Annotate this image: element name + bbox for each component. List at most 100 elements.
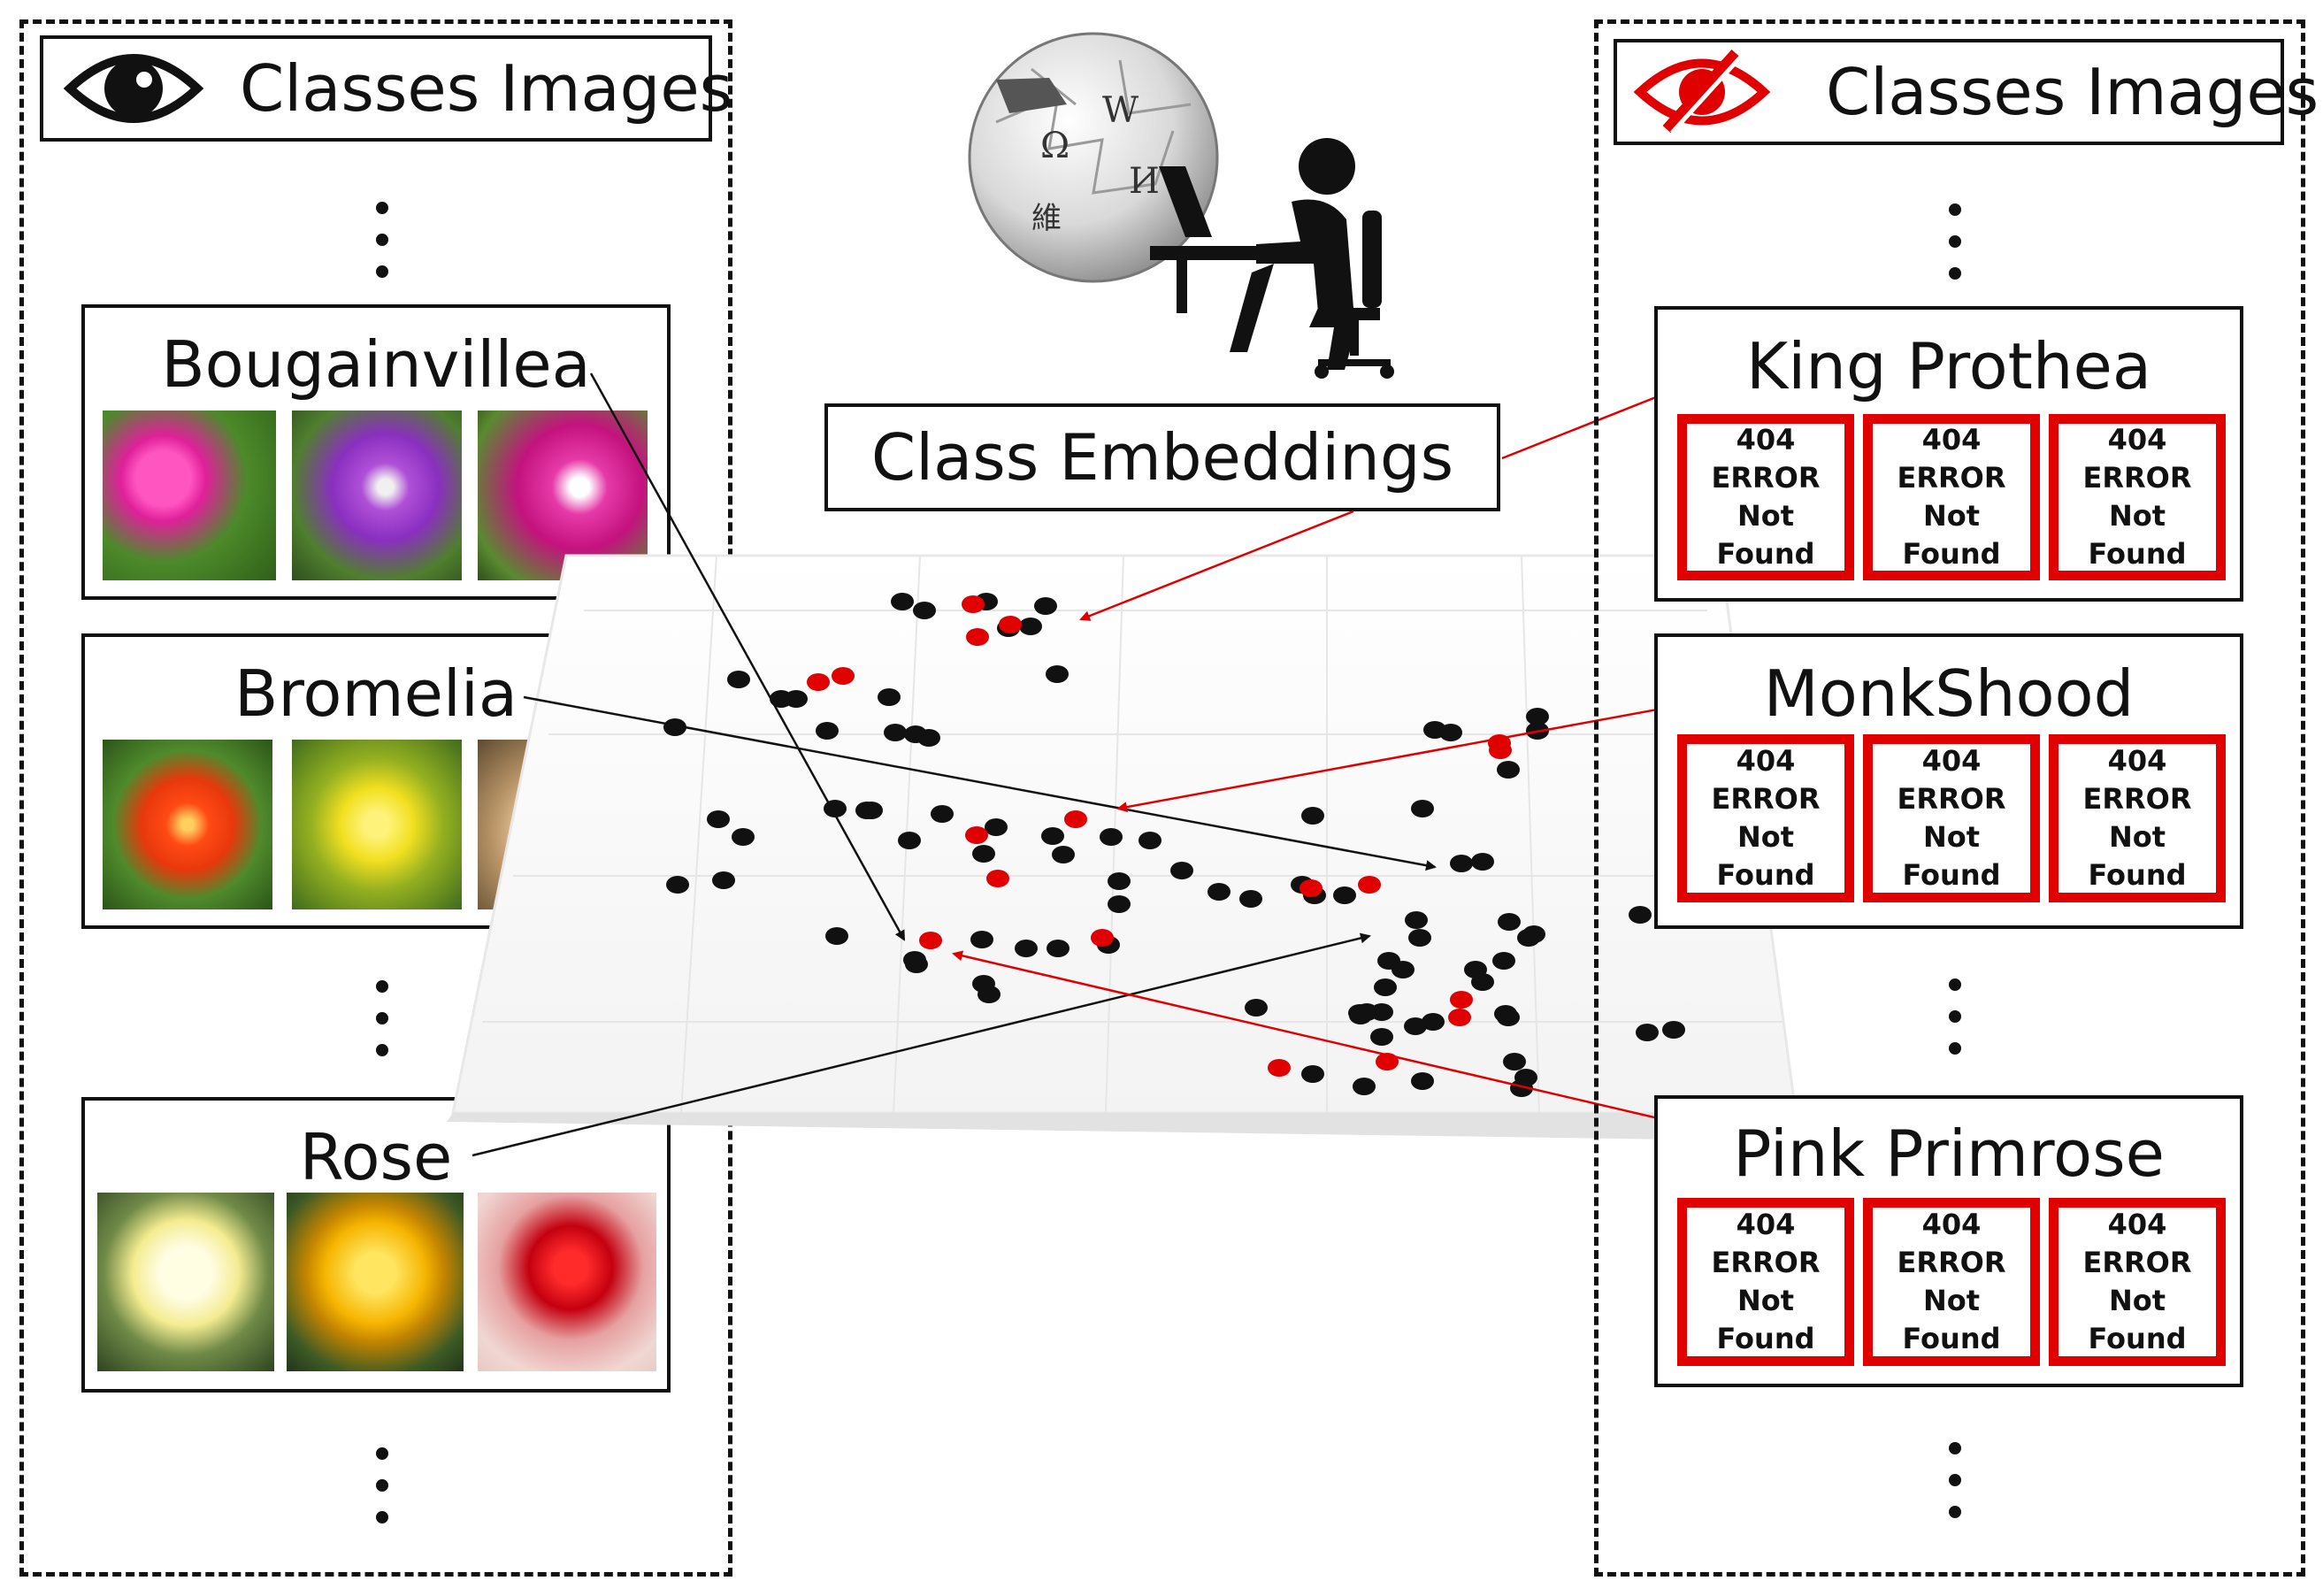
ellipsis-icon <box>1948 1442 1962 1538</box>
flower-image <box>478 1193 656 1371</box>
seen-class-embedding-point <box>1208 883 1230 901</box>
seen-class-embedding-point <box>1450 855 1473 872</box>
class-embeddings-text: Class Embeddings <box>870 420 1454 495</box>
seen-class-embedding-point <box>1471 853 1494 871</box>
unseen-class-embedding-point <box>832 667 855 685</box>
seen-class-embedding-point <box>1408 929 1431 947</box>
unseen-class-embedding-point <box>965 826 988 844</box>
unseen-class-embedding-point <box>1300 879 1322 897</box>
ellipsis-icon <box>1948 203 1962 299</box>
seen-class-embedding-point <box>1439 724 1462 741</box>
flower-image <box>287 1193 464 1371</box>
seen-class-embedding-point <box>985 818 1008 836</box>
seen-class-embedding-point <box>1411 800 1434 817</box>
flower-image <box>103 740 272 909</box>
seen-class-embedding-point <box>903 951 926 969</box>
svg-text:И: И <box>1129 161 1160 202</box>
seen-class-embedding-point <box>1353 1078 1376 1095</box>
seen-class-embedding-point <box>1041 827 1064 845</box>
unseen-classes-header-label: Classes Images <box>1826 55 2319 129</box>
seen-class-embedding-point <box>1392 961 1414 978</box>
seen-class-embedding-point <box>825 927 848 945</box>
ellipsis-icon <box>375 202 389 297</box>
person-at-computer-icon <box>1150 131 1415 387</box>
seen-class-embedding-point <box>1046 665 1069 683</box>
unseen-class-embedding-point <box>807 673 830 691</box>
seen-class-embedding-point <box>1497 1009 1520 1026</box>
seen-class-embedding-point <box>1108 872 1131 890</box>
ellipsis-icon <box>375 980 389 1076</box>
unseen-class-embedding-point <box>999 616 1022 633</box>
seen-class-embedding-point <box>707 810 730 828</box>
class-name: Pink Primrose <box>1733 1116 2165 1191</box>
seen-class-embedding-point <box>1411 1072 1434 1090</box>
class-card-bougainvillea: Bougainvillea <box>81 304 671 600</box>
seen-class-embedding-point <box>1374 978 1397 996</box>
pink-primrose-link-arrow <box>952 950 1735 1138</box>
embeddings-pointer-arrow <box>1079 510 1354 621</box>
seen-class-embedding-point <box>898 832 921 849</box>
flower-image <box>97 1193 274 1371</box>
seen-class-embedding-point <box>1301 807 1324 825</box>
ellipsis-icon <box>1948 978 1962 1074</box>
seen-classes-header-label: Classes Images <box>240 51 733 126</box>
unseen-class-embedding-point <box>1448 1009 1471 1026</box>
class-name: Bougainvillea <box>161 327 591 402</box>
seen-class-embedding-point <box>1629 906 1652 924</box>
seen-class-embedding-point <box>1100 828 1123 846</box>
seen-class-embedding-point <box>1492 952 1515 970</box>
seen-class-embedding-point <box>663 718 686 736</box>
seen-class-embedding-point <box>1108 895 1131 913</box>
unseen-class-embedding-point <box>1450 991 1473 1009</box>
seen-class-embedding-point <box>1138 832 1162 849</box>
flower-image <box>478 411 648 580</box>
wikipedia-globe-icon: Ω W И 維 <box>943 16 1244 287</box>
seen-class-embedding-point <box>884 724 907 741</box>
svg-text:Ω: Ω <box>1040 126 1070 166</box>
seen-class-embedding-point <box>1170 862 1193 879</box>
seen-class-embedding-point <box>1498 913 1521 931</box>
unseen-class-embedding-point <box>966 628 989 646</box>
flower-image <box>292 411 462 580</box>
seen-class-embedding-point <box>931 805 954 823</box>
seen-class-embedding-point <box>1422 1013 1445 1031</box>
svg-text:W: W <box>1102 90 1138 131</box>
seen-class-embedding-point <box>1662 1021 1685 1039</box>
unseen-classes-header: Classes Images <box>1614 39 2319 145</box>
seen-class-embedding-point <box>1301 1065 1324 1083</box>
seen-class-embedding-point <box>1370 1028 1393 1046</box>
seen-class-embedding-point <box>1370 1003 1393 1021</box>
seen-class-embedding-point <box>1517 929 1540 947</box>
seen-class-embedding-point <box>1333 886 1356 904</box>
seen-class-embedding-point <box>970 931 993 948</box>
seen-class-embedding-point <box>855 802 878 819</box>
class-embeddings-label: Class Embeddings <box>824 403 1500 511</box>
bougainvillea-link-arrow <box>589 372 906 941</box>
bromelia-link-arrow <box>523 695 1437 871</box>
seen-class-embedding-point <box>1019 618 1042 635</box>
unseen-class-embedding-point <box>919 932 942 949</box>
seen-class-embedding-point <box>913 602 936 619</box>
class-card-rose: Rose <box>81 1097 671 1393</box>
seen-class-embedding-point <box>978 986 1000 1003</box>
seen-class-embedding-point <box>1510 1079 1533 1097</box>
class-name: MonkShood <box>1763 656 2135 731</box>
seen-class-embedding-point <box>1526 708 1549 725</box>
seen-class-embedding-point <box>816 722 839 740</box>
seen-classes-header: Classes Images <box>40 35 732 142</box>
class-name: King Prothea <box>1746 329 2151 403</box>
seen-class-embedding-point <box>1052 846 1075 863</box>
seen-class-embedding-point <box>712 871 735 889</box>
seen-class-embedding-point <box>878 688 901 706</box>
eye-icon <box>63 44 204 133</box>
svg-text:維: 維 <box>1031 201 1062 236</box>
